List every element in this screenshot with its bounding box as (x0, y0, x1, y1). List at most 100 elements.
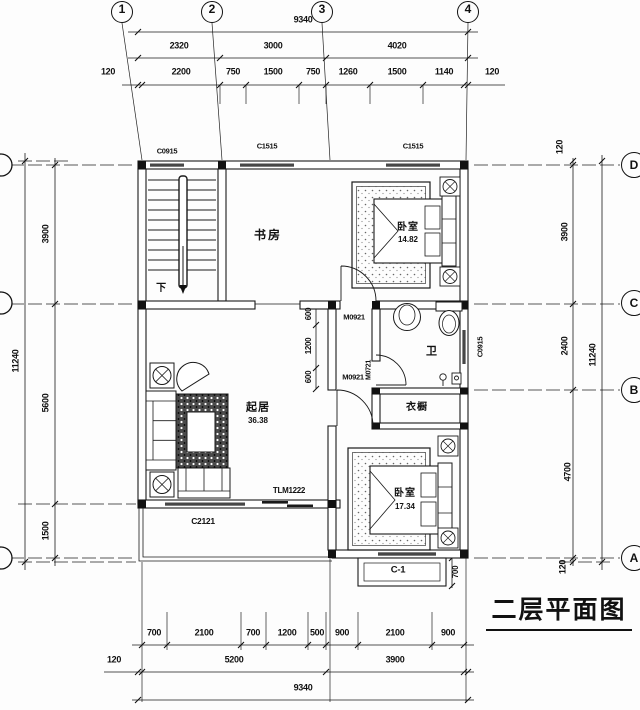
bay-window (357, 557, 447, 587)
door-label-balcony: TLM1222 (272, 486, 306, 495)
dim-top-detail: 750 (225, 66, 241, 77)
sofa-icon (145, 390, 177, 471)
loveseat-icon (177, 467, 231, 499)
staircase (148, 175, 216, 294)
door-label-bath: M0721 (365, 360, 373, 380)
grid-row-a: A (621, 545, 640, 571)
dim-bottom-detail: 900 (440, 627, 456, 638)
room-area-bedroom-bottom: 17.34 (394, 502, 416, 511)
dim-right-segment: 4700 (562, 462, 573, 482)
room-label-study: 书房 (253, 228, 283, 242)
grid-col-3: 3 (311, 1, 333, 23)
bed-icon (369, 462, 453, 538)
room-label-bedroom-bottom: 卧室 (394, 488, 416, 499)
dim-top-detail: 1260 (338, 66, 358, 77)
dim-top-detail: 120 (100, 66, 116, 77)
dim-top-span: 2320 (169, 40, 189, 51)
grid-row-d: D (621, 152, 640, 178)
door-arc-bedroom-bottom (336, 389, 374, 427)
bathroom-fixtures (393, 301, 463, 386)
window-label-bed-top: C1515 (402, 141, 424, 151)
dim-bottom-detail: 500 (309, 627, 325, 638)
bay-window-label: C-1 (390, 564, 406, 576)
dim-bottom-detail: 2100 (385, 627, 405, 638)
nightstand-lamp-icon (437, 435, 459, 457)
toilet-icon (435, 301, 463, 336)
door-arc-bathroom (375, 354, 407, 386)
armchair-icon (176, 361, 210, 392)
nightstand-lamp-icon (437, 527, 459, 549)
grid-row-b: B (621, 377, 640, 403)
bed-icon (373, 195, 457, 267)
dim-right-segment: 2400 (559, 336, 570, 356)
nightstand-lamp-icon (439, 176, 461, 197)
dim-bottom-detail: 700 (245, 627, 261, 638)
dim-bay-depth: 700 (451, 565, 460, 579)
dim-bottom-detail: 2100 (194, 627, 214, 638)
dim-right-segment: 120 (557, 559, 568, 575)
dim-hall: 1200 (304, 337, 313, 355)
dim-left-total: 11240 (10, 349, 21, 373)
dim-bottom-span: 5200 (224, 654, 244, 665)
dim-right-total: 11240 (587, 343, 598, 367)
grid-col-4: 4 (457, 1, 479, 23)
dim-top-detail: 120 (484, 66, 500, 77)
dim-right-segment: 120 (554, 139, 565, 155)
door-label-bed-top: M0921 (343, 312, 365, 322)
grid-row-c: C (621, 290, 640, 316)
dim-bottom-span: 120 (106, 654, 122, 665)
grid-row-bubbles-left (0, 153, 13, 570)
window-label-living: C2121 (191, 515, 215, 526)
dim-hall: 600 (304, 370, 313, 384)
dim-left-segment: 1500 (40, 521, 51, 541)
study-opening (254, 301, 301, 309)
window-label-bath: C0915 (475, 336, 485, 358)
room-area-living: 36.38 (247, 416, 269, 425)
dim-top-detail: 1500 (387, 66, 407, 77)
nightstand-lamp-icon (439, 266, 461, 287)
room-label-bath: 卫 (426, 345, 438, 358)
dim-top-detail: 1500 (263, 66, 283, 77)
dim-bottom-detail: 700 (146, 627, 162, 638)
grid-col-2: 2 (201, 1, 223, 23)
door-label-bed-bottom: M0921 (342, 372, 364, 382)
window-symbols (150, 163, 466, 556)
stair-down-label: 下 (156, 283, 166, 294)
plant-stand-icon (149, 362, 175, 389)
dim-right-segment: 3900 (559, 222, 570, 242)
window-label-study: C1515 (256, 141, 278, 151)
dim-hall: 600 (304, 307, 313, 321)
wall-piers (138, 161, 468, 558)
dim-top-detail: 1140 (434, 66, 454, 77)
living-furniture (145, 361, 231, 499)
drawing-title: 二层平面图 (486, 590, 632, 631)
dim-top-detail: 2200 (171, 66, 191, 77)
extension-lines (10, 22, 620, 702)
coffee-table-icon (186, 411, 216, 453)
dim-top-total: 9340 (293, 14, 313, 25)
bedroom-bottom-furniture (347, 435, 459, 551)
dim-left-segment: 5600 (40, 393, 51, 413)
dim-top-span: 4020 (387, 40, 407, 51)
window-label-stair: C0915 (156, 146, 178, 156)
dim-bottom-span: 3900 (385, 654, 405, 665)
dim-left-segment: 3900 (40, 224, 51, 244)
dim-bottom-total: 9340 (293, 682, 313, 693)
room-label-living: 起居 (246, 401, 270, 414)
room-area-bedroom-top: 14.82 (397, 235, 419, 244)
sliding-door-symbol (262, 501, 313, 508)
room-label-bedroom-top: 卧室 (397, 222, 419, 233)
plant-stand-icon (149, 471, 175, 498)
bedroom-top-furniture (351, 176, 461, 289)
dimension-lines (24, 31, 603, 701)
grid-col-1: 1 (111, 1, 133, 23)
dim-bottom-detail: 900 (334, 627, 350, 638)
dim-top-detail: 750 (305, 66, 321, 77)
shower-drain-icon (439, 372, 462, 386)
terrace-outline (138, 504, 332, 562)
stair-down-arrow-icon (179, 285, 187, 294)
dim-top-span: 3000 (263, 40, 283, 51)
room-label-closet: 衣橱 (406, 402, 428, 413)
